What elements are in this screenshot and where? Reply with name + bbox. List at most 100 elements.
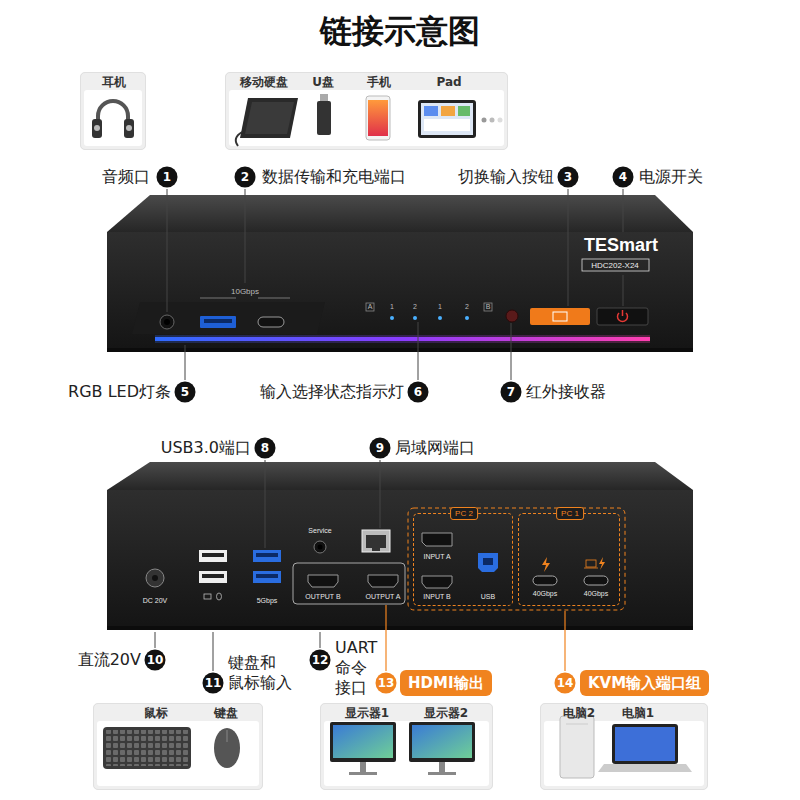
box-background [84,90,142,146]
caption-text: 局域网端口 [395,438,475,458]
headphone-icon [126,125,132,131]
port-label: USB [481,593,495,601]
leader-line [568,189,569,306]
rear-panel [422,576,452,588]
port-label: INPUT A [423,553,450,561]
leader-line [155,632,156,648]
front-panel [200,316,236,328]
model-label: HDC202-X24 [591,261,639,270]
computer-icon [566,724,588,725]
rear-panel [586,560,596,567]
front-panel [107,348,693,352]
leader-line [167,189,168,312]
front-panel [107,195,693,232]
brand-logo: TESmart [584,235,658,256]
group-tab: PC 2 [450,507,478,520]
computer-icon [560,716,692,778]
leader-line [245,189,246,283]
box-background [97,721,259,786]
box-header: U盘 [312,75,334,89]
front-panel [390,316,394,320]
rear-panel [253,571,281,583]
rear-panel [199,550,227,562]
rear-panel [408,508,625,610]
device-box: 电脑2电脑1 [540,703,708,790]
box-header: 电脑1 [622,706,654,720]
rear-panel [533,576,557,585]
front-panel [597,308,648,325]
tablet-icon [418,100,476,138]
front-panel [258,298,290,299]
orange-leader-line [564,611,565,671]
caption-text: 切换输入按钮 [458,167,554,187]
mouse-icon [214,728,240,768]
front-panel [413,316,417,320]
rear-panel [256,553,278,557]
monitor-icon [412,725,472,758]
rear-panel [146,569,164,587]
front-panel [164,319,170,325]
leader-line [418,322,419,380]
phone-icon [366,96,390,140]
more-dots [490,118,495,123]
monitor-icon [409,722,475,762]
leader-line [213,632,214,671]
callout-number: 3 [558,167,579,188]
leader-line [155,189,623,671]
caption-text: 红外接收器 [526,382,606,402]
front-panel [160,315,174,329]
rear-panel [308,575,338,587]
port-label: 5Gbps [257,597,278,605]
rear-panel [422,533,452,546]
rear-panel [478,553,498,572]
box-background [93,703,263,790]
rear-panel [202,574,224,578]
callout-pill: KVM输入端口组 [580,670,709,696]
callout-number: 14 [555,673,576,694]
headphone-icon [124,119,134,138]
box-background [229,90,504,146]
caption-text: 输入选择状态指示灯 [260,382,404,402]
box-header: 耳机 [102,75,126,89]
tablet-icon [418,100,476,138]
tablet-icon [458,106,470,116]
leader-line [380,460,381,528]
orange-leader-line [386,605,565,671]
front-panel [465,316,469,320]
indicator-label: 2 [465,303,469,311]
usb-stick-icon [317,94,331,135]
callout-number: 6 [408,382,429,403]
rear-panel [362,530,390,552]
leader-line [265,460,266,548]
pill-text: KVM输入端口组 [588,674,701,692]
rear-panel [204,594,211,599]
callout-number: 8 [255,438,276,459]
tablet-icon [424,106,438,116]
box-background [324,721,489,786]
box-header: Pad [436,75,461,89]
leader-line [623,189,624,232]
mouse-icon [227,730,228,742]
rear-panel [107,490,693,630]
caption-text: USB3.0端口 [161,438,251,458]
port-label: Service [308,527,331,535]
more-dots [482,118,487,123]
box-header: 手机 [367,75,391,89]
computer-icon [560,716,594,778]
rear-panel [293,563,405,604]
mouse-icon [214,728,240,768]
box-background [80,72,146,150]
caption-text: RGB LED灯条 [68,382,171,402]
front-panel [530,308,590,325]
front-panel [622,310,624,316]
front-panel [132,302,325,334]
rear-panel [152,575,158,581]
front-panel [582,259,649,271]
callout-number: 12 [310,650,331,671]
rear-panel [483,558,493,565]
box-header: 键盘 [214,706,238,720]
orange-leader-line [385,605,386,671]
hard-drive-icon [245,102,294,134]
computer-icon [598,764,692,772]
callout-number: 13 [376,673,397,694]
